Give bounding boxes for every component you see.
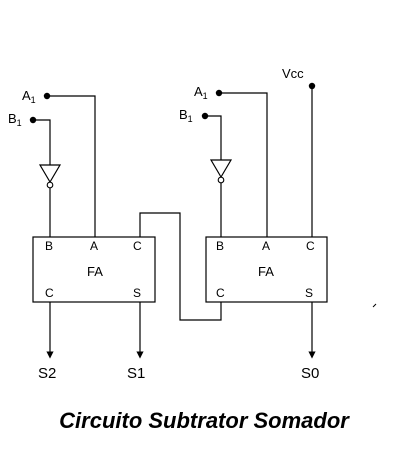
carry-link-wire	[139, 212, 222, 321]
right-port-b: B	[216, 239, 224, 253]
left-port-carry-out: C	[45, 286, 54, 300]
right-not-gate-bubble	[217, 176, 225, 184]
right-port-carry-in: C	[306, 239, 315, 253]
right-input-a-label: A1	[194, 84, 208, 101]
right-input-b-wire	[205, 115, 222, 160]
right-port-a: A	[262, 239, 270, 253]
right-port-sum: S	[305, 286, 313, 300]
left-input-b-wire	[33, 119, 51, 165]
left-not-gate-symbol	[38, 164, 62, 184]
left-input-a-wire	[47, 95, 96, 237]
output-s1-label: S1	[127, 365, 145, 382]
left-port-carry-in: C	[133, 239, 142, 253]
left-input-a-label: A1	[22, 88, 36, 105]
left-port-a: A	[90, 239, 98, 253]
left-not-gate-bubble	[46, 181, 54, 189]
vcc-label: Vcc	[282, 66, 304, 81]
left-block-label: FA	[87, 264, 103, 279]
diagram-caption: Circuito Subtrator Somador	[59, 408, 349, 433]
left-port-sum: S	[133, 286, 141, 300]
output-s0-label: S0	[301, 365, 319, 382]
right-full-adder-block	[205, 236, 328, 303]
right-circuit: Vcc A1 B1 B A C FA C S S0	[179, 66, 328, 382]
right-input-b-label: B1	[179, 107, 193, 124]
right-not-gate-symbol	[209, 159, 233, 179]
output-s2-label: S2	[38, 365, 56, 382]
left-port-b: B	[45, 239, 53, 253]
left-full-adder-block	[32, 236, 156, 303]
right-port-carry-out: C	[216, 286, 225, 300]
right-input-a-wire	[219, 92, 268, 237]
right-block-label: FA	[258, 264, 274, 279]
left-input-b-label: B1	[8, 111, 22, 128]
left-circuit: A1 B1 B A C FA C S S2 S1	[8, 88, 156, 382]
stray-mark	[372, 303, 377, 308]
